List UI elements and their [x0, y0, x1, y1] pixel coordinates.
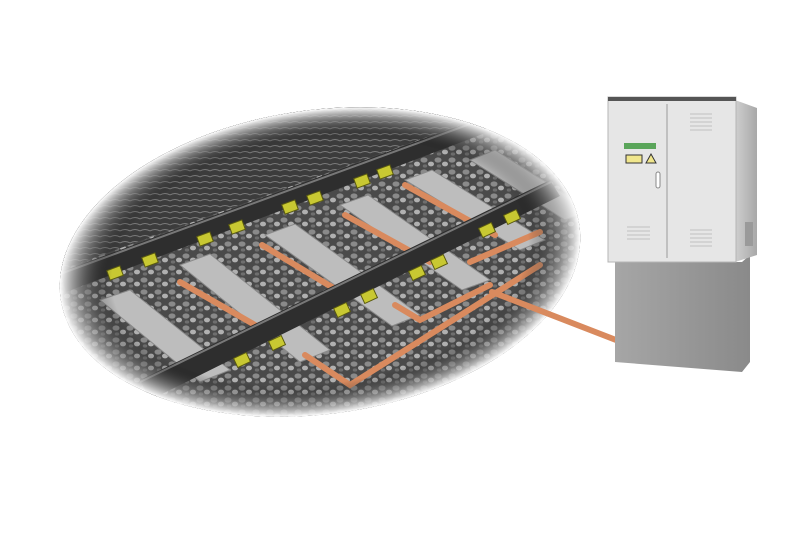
door-handle-icon: [655, 171, 661, 189]
feed-pipe: [489, 289, 619, 343]
vent-grille-icon: [627, 113, 712, 247]
track-scene: [40, 90, 600, 440]
cabinet-side: [735, 100, 757, 262]
indicator-panel: [625, 154, 643, 164]
cabinet-base: [615, 255, 750, 372]
control-cabinet: [607, 96, 757, 372]
cabinet-body: [607, 96, 737, 263]
warning-triangle-icon: [645, 152, 657, 164]
status-bar: [624, 143, 656, 149]
